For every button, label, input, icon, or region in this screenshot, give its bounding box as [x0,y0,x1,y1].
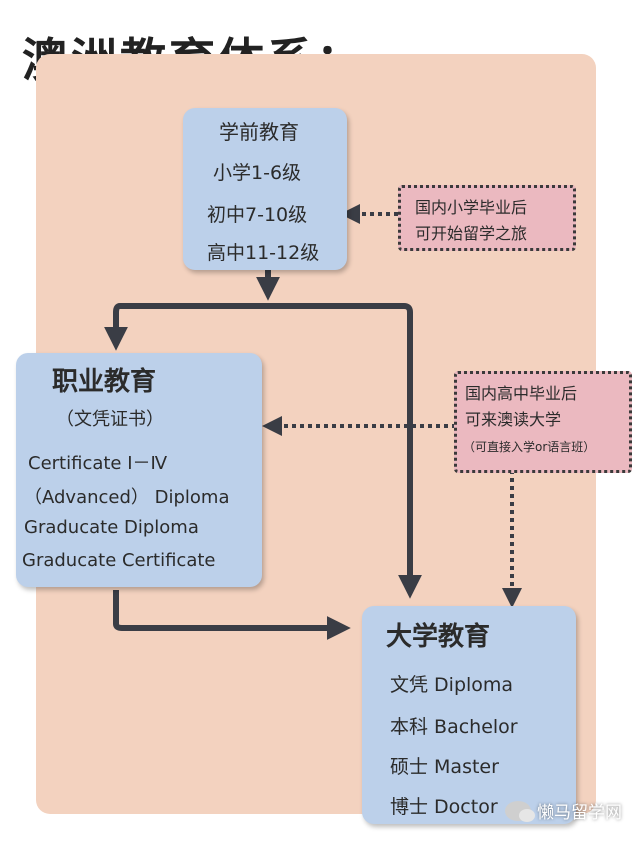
note-highschool-line-2: 可来澳读大学 [465,410,562,429]
university-education-box: 大学教育 文凭 Diploma 本科 Bachelor 硕士 Master 博士… [362,606,576,824]
university-diploma: 文凭 Diploma [390,674,514,696]
university-heading: 大学教育 [386,622,491,652]
note-highschool-line-3: （可直接入学or语言班） [463,440,596,454]
vocational-subheading: （文凭证书） [56,409,164,430]
watermark-text: 懒马留学网 [537,803,622,823]
vocational-education-box: 职业教育 （文凭证书） Certificate Ⅰ－Ⅳ （Advanced） D… [16,353,262,587]
university-bachelor: 本科 Bachelor [390,716,518,738]
vocational-graduate-certificate: Graducate Certificate [22,550,216,571]
university-master: 硕士 Master [390,756,499,778]
arrow-vocational-to-university [113,590,351,640]
vocational-graduate-diploma: Graducate Diploma [24,517,199,538]
note-primary-line-2: 可开始留学之旅 [415,224,528,243]
preschool-label: 学前教育 [219,120,299,144]
vocational-heading: 职业教育 [52,367,157,397]
note-highschool-line-1: 国内高中毕业后 [465,384,578,403]
junior-high-label: 初中7-10级 [207,204,308,226]
arrow-to-university [268,303,422,599]
note-after-primary: 国内小学毕业后 可开始留学之旅 [398,185,576,251]
university-doctor: 博士 Doctor [390,796,498,818]
arrow-to-vocational [104,303,268,351]
primary-school-label: 小学1-6级 [213,162,302,184]
vocational-certificate: Certificate Ⅰ－Ⅳ [28,453,168,474]
watermark: 懒马留学网 [505,798,622,823]
senior-high-label: 高中11-12级 [207,242,320,264]
note-primary-line-1: 国内小学毕业后 [415,198,528,217]
preschool-to-highschool-box: 学前教育 小学1-6级 初中7-10级 高中11-12级 [183,108,347,270]
wechat-icon [505,800,535,822]
vocational-diploma: （Advanced） Diploma [24,487,230,508]
note-after-highschool: 国内高中毕业后 可来澳读大学 （可直接入学or语言班） [454,371,632,473]
